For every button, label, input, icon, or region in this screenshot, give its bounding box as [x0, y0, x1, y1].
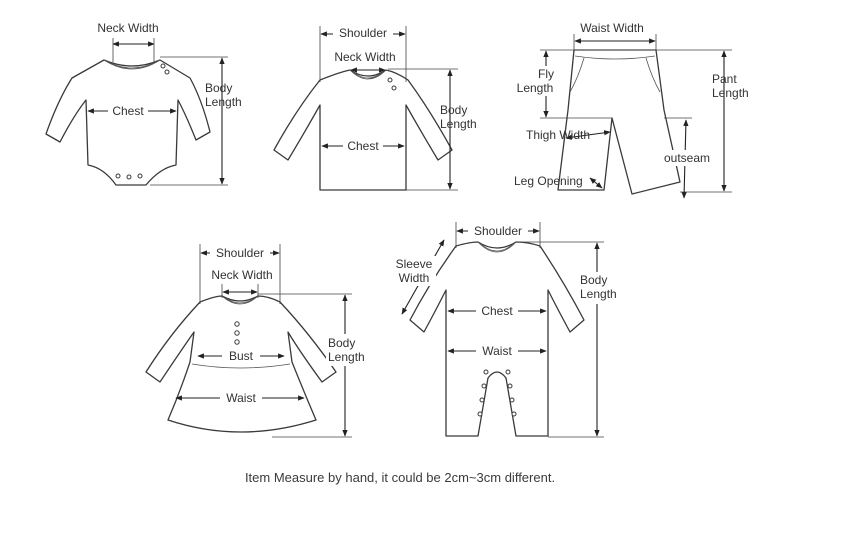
- romper-collar: [477, 241, 517, 253]
- dress-bust-label: Bust: [229, 349, 254, 363]
- romper-snap: [505, 369, 511, 375]
- romper-figure: Shoulder Sleeve Width Chest Waist Body L…: [392, 222, 620, 438]
- tshirt-shoulder-button: [387, 77, 393, 83]
- measurement-disclaimer: Item Measure by hand, it could be 2cm~3c…: [244, 470, 556, 485]
- pants-pant-length-label: Length: [712, 86, 749, 100]
- pants-waist-width-label: Waist Width: [580, 21, 644, 35]
- pants-pocket: [569, 57, 585, 93]
- bodysuit-neck-width-label: Neck Width: [97, 21, 158, 35]
- romper-shoulder-label: Shoulder: [474, 224, 522, 238]
- dress-button: [234, 330, 240, 336]
- dress-body-length-label: Body: [328, 336, 355, 350]
- bodysuit-body-length-label: Length: [205, 95, 242, 109]
- pants-figure: Waist Width Fly Length Pant Length Thigh…: [514, 21, 749, 199]
- pants-leg-opening-label: Leg Opening: [514, 174, 583, 188]
- romper-snap: [511, 411, 517, 417]
- pants-outline: [557, 49, 681, 195]
- tshirt-body-length-label: Body: [440, 103, 467, 117]
- tshirt-body-length-label: Length: [440, 117, 477, 131]
- tshirt-figure: Shoulder Neck Width Chest Body Length: [273, 25, 477, 191]
- romper-body-length-label: Length: [580, 287, 617, 301]
- bodysuit-body-length-label: Body: [205, 81, 232, 95]
- dress-waist-seam: [191, 363, 291, 369]
- romper-chest-label: Chest: [481, 304, 513, 318]
- bodysuit-crotch-snap: [115, 173, 121, 179]
- tshirt-shoulder-label: Shoulder: [339, 26, 387, 40]
- romper-waist-label: Waist: [482, 344, 512, 358]
- pants-leg-opening-arrow: [589, 177, 603, 189]
- pants-pant-length-label: Pant: [712, 72, 737, 86]
- bodysuit-figure: Neck Width Chest Body Length: [45, 21, 242, 186]
- romper-snap: [483, 369, 489, 375]
- tshirt-shoulder-button: [391, 85, 397, 91]
- tshirt-chest-label: Chest: [347, 139, 379, 153]
- pants-waistband: [574, 49, 656, 60]
- dress-body-length-label: Length: [328, 350, 365, 364]
- dress-waist-label: Waist: [226, 391, 256, 405]
- dress-button: [234, 339, 240, 345]
- tshirt-neck-width-label: Neck Width: [334, 50, 395, 64]
- bodysuit-chest-label: Chest: [112, 104, 144, 118]
- romper-snap: [481, 383, 487, 389]
- bodysuit-crotch-snap: [126, 174, 132, 180]
- romper-body-length-label: Body: [580, 273, 607, 287]
- dress-shoulder-label: Shoulder: [216, 246, 264, 260]
- tshirt-outline: [273, 69, 453, 191]
- pants-fly-length-label: Fly: [538, 67, 554, 81]
- pants-fly-length-label: Length: [517, 81, 554, 95]
- tshirt-collar: [349, 69, 387, 80]
- bodysuit-crotch-snap: [137, 173, 143, 179]
- romper-snap: [477, 411, 483, 417]
- pants-thigh-width-arrow: [565, 130, 611, 140]
- pants-pocket: [645, 57, 661, 93]
- dress-neck-width-label: Neck Width: [211, 268, 272, 282]
- bodysuit-shoulder-snap: [160, 63, 166, 69]
- bodysuit-outline: [45, 59, 211, 186]
- bodysuit-collar: [103, 59, 161, 70]
- romper-sleeve-width-label: Width: [399, 271, 430, 285]
- bodysuit-shoulder-snap: [164, 69, 170, 75]
- dress-collar: [221, 295, 259, 305]
- romper-leg-snaps: [477, 369, 517, 417]
- romper-sleeve-width-label: Sleeve: [396, 257, 433, 271]
- romper-outline: [409, 241, 585, 437]
- romper-snap: [507, 383, 513, 389]
- pants-thigh-width-label: Thigh Width: [526, 128, 590, 142]
- pants-outseam-label: outseam: [664, 151, 710, 165]
- romper-snap: [509, 397, 515, 403]
- dress-button: [234, 321, 240, 327]
- romper-snap: [479, 397, 485, 403]
- dress-figure: Shoulder Neck Width Bust Waist Body Leng…: [145, 244, 368, 438]
